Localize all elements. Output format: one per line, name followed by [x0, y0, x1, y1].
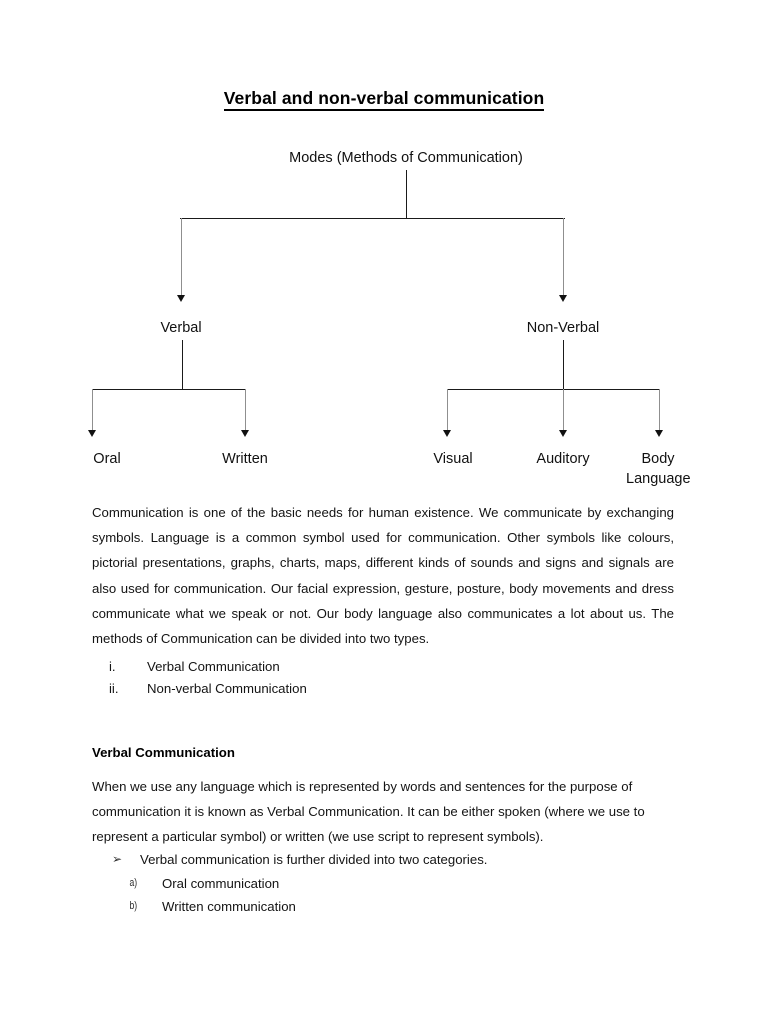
diagram-node-body-language: Body Language [626, 451, 691, 487]
list-marker: b) [129, 900, 138, 912]
arrow-icon-nonverbal [559, 295, 567, 302]
list-marker: ii. [109, 680, 119, 696]
list-marker: i. [109, 659, 116, 674]
diagram-node-written: Written [222, 451, 268, 467]
list-item: ➢ Verbal communication is further divide… [92, 849, 662, 871]
drop-line-written [245, 389, 246, 433]
arrow-icon-verbal [177, 295, 185, 302]
nonverbal-connector-bar [447, 389, 660, 390]
drop-line-visual [447, 389, 448, 433]
verbal-connector-bar [92, 389, 246, 390]
arrow-icon-auditory [559, 430, 567, 437]
arrow-icon-body-language [655, 430, 663, 437]
arrow-icon-oral [88, 430, 96, 437]
page-title-text: Verbal and non-verbal communication [223, 88, 545, 111]
diagram-node-visual: Visual [433, 451, 473, 467]
verbal-categories-list: ➢ Verbal communication is further divide… [92, 849, 662, 918]
list-item: i. Verbal Communication [92, 656, 652, 678]
list-item-text: Oral communication [162, 875, 280, 891]
nonverbal-stem-line [563, 340, 564, 389]
drop-line-body-language [659, 389, 660, 433]
list-item: b) Written communication [92, 896, 662, 918]
list-item-text: Non-verbal Communication [147, 680, 307, 696]
communication-modes-diagram: Modes (Methods of Communication) Verbal … [0, 0, 768, 500]
verbal-stem-line [182, 340, 183, 389]
list-item: ii. Non-verbal Communication [92, 678, 652, 700]
page-title: Verbal and non-verbal communication [0, 88, 768, 111]
list-item-text: Verbal Communication [147, 659, 280, 674]
methods-roman-list: i. Verbal Communication ii. Non-verbal C… [92, 656, 652, 699]
section-heading-verbal-communication: Verbal Communication [92, 745, 235, 760]
diagram-node-oral: Oral [93, 451, 121, 467]
drop-line-nonverbal [563, 218, 564, 296]
list-item-text: Verbal communication is further divided … [140, 852, 488, 867]
diagram-node-nonverbal: Non-Verbal [526, 320, 600, 336]
list-item: a) Oral communication [92, 873, 662, 895]
level1-connector-bar [180, 218, 565, 219]
arrow-bullet-icon: ➢ [112, 852, 123, 866]
arrow-icon-written [241, 430, 249, 437]
verbal-communication-paragraph: When we use any language which is repres… [92, 779, 645, 845]
list-item-text: Written communication [162, 899, 296, 914]
diagram-node-root: Modes (Methods of Communication) [289, 150, 523, 166]
intro-paragraph: Communication is one of the basic needs … [92, 505, 674, 647]
root-stem-line [406, 170, 407, 218]
drop-line-oral [92, 389, 93, 433]
diagram-node-verbal: Verbal [160, 320, 202, 336]
arrow-icon-visual [443, 430, 451, 437]
diagram-node-auditory: Auditory [536, 451, 590, 467]
list-marker: a) [129, 876, 138, 889]
drop-line-auditory [563, 389, 564, 433]
drop-line-verbal [181, 218, 182, 296]
